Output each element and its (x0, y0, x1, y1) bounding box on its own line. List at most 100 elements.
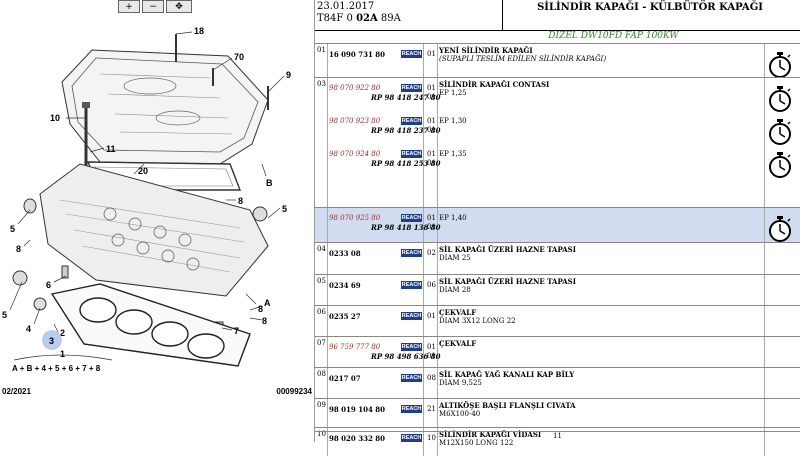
callout-A: A (264, 298, 271, 308)
callout-5c: 5 (2, 310, 7, 320)
zoom-out-button[interactable]: − (142, 0, 164, 13)
row-index: 04 (317, 245, 326, 253)
part-reference[interactable]: 98 070 925 80 (329, 214, 381, 222)
part-reference[interactable]: 16 090 731 80 (329, 50, 386, 59)
callout-70: 70 (234, 52, 244, 62)
part-reference[interactable]: 98 019 104 80 (329, 405, 386, 414)
part-description: EP 1,40 (439, 214, 467, 222)
stopwatch-icon[interactable] (768, 119, 792, 145)
row-index: 05 (317, 277, 326, 285)
part-name: SİL KAPAĞI ÜZERİ HAZNE TAPASI (439, 277, 576, 286)
quantity: 01 01 (427, 84, 436, 101)
part-reference[interactable]: 0234 69 (329, 281, 361, 290)
callout-4: 4 (26, 324, 31, 334)
callout-8a: 8 (238, 196, 243, 206)
part-description: YENİ SİLİNDİR KAPAĞI(SUPAPLI TESLİM EDİL… (439, 46, 607, 64)
row-index: 08 (317, 370, 326, 378)
callout-8d: 8 (262, 316, 267, 326)
reach-badge[interactable]: REACH (401, 150, 422, 158)
highlight-marker (42, 330, 62, 350)
page-title: SİLİNDİR KAPAĞI - KÜLBÜTÖR KAPAĞI (537, 2, 763, 13)
stopwatch-icon[interactable] (768, 152, 792, 178)
reach-badge[interactable]: REACH (401, 50, 422, 58)
part-description: ÇEKVALF (439, 340, 476, 348)
part-reference[interactable]: 98 020 332 80 (329, 434, 386, 443)
quantity: 02 (427, 249, 436, 257)
reach-badge[interactable]: REACH (401, 214, 422, 222)
callout-6: 6 (46, 280, 51, 290)
replacement-part[interactable]: RP 98 418 237 80 (371, 126, 441, 135)
part-reference[interactable]: 0217 07 (329, 374, 361, 383)
callout-11: 11 (106, 144, 116, 154)
part-spec: DIAM 28 (439, 286, 471, 294)
part-name: SİLİNDİR KAPAĞI CONTASI (439, 80, 550, 89)
part-reference[interactable]: 96 759 777 80 (329, 343, 381, 351)
header-code: T84F 0 02A 89A (317, 13, 401, 24)
part-name: YENİ SİLİNDİR KAPAĞI (439, 46, 533, 55)
part-spec: EP 1,35 (439, 150, 467, 158)
callout-7: 7 (234, 326, 239, 336)
zoom-out-icon: − (149, 1, 157, 12)
zoom-toolbar: + − ✥ (118, 0, 192, 14)
stopwatch-icon[interactable] (768, 216, 792, 242)
replacement-part[interactable]: RP 98 498 636 80 (371, 352, 441, 361)
part-reference[interactable]: 98 070 923 80 (329, 117, 381, 125)
reach-badge[interactable]: REACH (401, 281, 422, 289)
part-spec: EP 1,30 (439, 117, 467, 125)
part-reference[interactable]: 0235 27 (329, 312, 361, 321)
replacement-part[interactable]: RP 98 418 247 80 (371, 93, 441, 102)
stopwatch-icon[interactable] (768, 86, 792, 112)
exploded-view-diagram: 18 70 9 10 11 20 B 5 8 8 5 8 7 A 4 5 8 6… (2, 26, 291, 373)
zoom-fit-button[interactable]: ✥ (166, 0, 192, 13)
part-spec: DIAM 9,525 (439, 379, 482, 387)
part-description: EP 1,30 (439, 117, 467, 125)
parts-header: 23.01.2017 T84F 0 02A 89A SİLİNDİR KAPAĞ… (315, 0, 800, 31)
replacement-part[interactable]: RP 98 418 253 80 (371, 159, 441, 168)
part-reference[interactable]: 98 070 922 80 (329, 84, 381, 92)
part-reference[interactable]: 98 070 924 80 (329, 150, 381, 158)
zoom-in-button[interactable]: + (118, 0, 140, 13)
part-description: EP 1,35 (439, 150, 467, 158)
replacement-part[interactable]: RP 98 418 138 80 (371, 223, 441, 232)
reach-badge[interactable]: REACH (401, 249, 422, 257)
header-date: 23.01.2017 (317, 1, 375, 12)
quantity: 10 (427, 434, 436, 442)
diagram-date: 02/2021 (2, 387, 31, 396)
row-index: 06 (317, 308, 326, 316)
quantity: 06 (427, 281, 436, 289)
quantity: 01 01 (427, 117, 436, 134)
reach-badge[interactable]: REACH (401, 374, 422, 382)
quantity: 01 01 (427, 150, 436, 167)
row-index: 01 (317, 46, 326, 54)
callout-2: 2 (60, 328, 65, 338)
zoom-in-icon: + (125, 1, 133, 12)
diagram-code: 00099234 (276, 387, 312, 396)
part-name: SİL KAPAĞI ÜZERİ HAZNE TAPASI (439, 245, 576, 254)
stopwatch-icon[interactable] (768, 52, 792, 78)
reach-badge[interactable]: REACH (401, 343, 422, 351)
part-spec: EP 1,40 (439, 214, 467, 222)
part-spec: (SUPAPLI TESLİM EDİLEN SİLİNDİR KAPAĞI) (439, 55, 607, 63)
reach-badge[interactable]: REACH (401, 84, 422, 92)
callout-1: 1 (60, 349, 65, 359)
part-name: ALTIKÖŞE BAŞLI FLANŞLI CIVATA (439, 401, 576, 410)
part-reference[interactable]: 0233 08 (329, 249, 361, 258)
reach-badge[interactable]: REACH (401, 434, 422, 442)
quantity: 21 (427, 405, 436, 413)
reach-badge[interactable]: REACH (401, 312, 422, 320)
quantity: 01 01 (427, 343, 436, 360)
reach-badge[interactable]: REACH (401, 117, 422, 125)
row-index: 09 (317, 401, 326, 409)
callout-10: 10 (50, 113, 60, 123)
reach-badge[interactable]: REACH (401, 405, 422, 413)
